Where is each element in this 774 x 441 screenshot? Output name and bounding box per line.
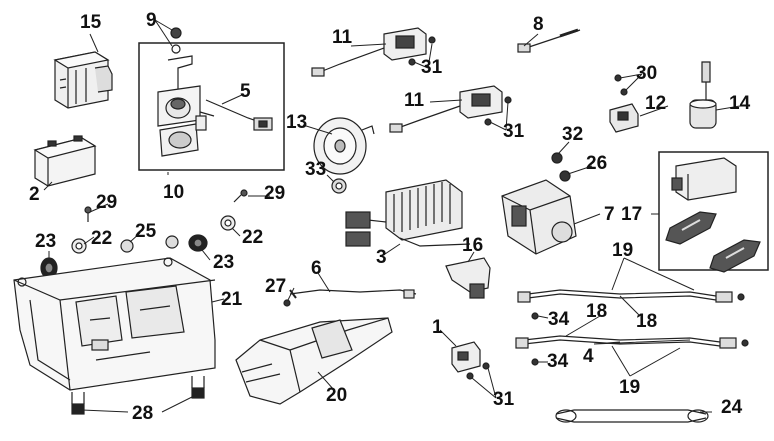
label-part-23-left: 23 <box>35 231 57 252</box>
part-sensor-12 <box>609 74 639 133</box>
label-part-25: 25 <box>135 221 157 242</box>
label-part-26: 26 <box>586 153 608 174</box>
label-part-13: 13 <box>286 112 308 133</box>
label-part-12: 12 <box>645 93 667 114</box>
label-part-22-left: 22 <box>91 228 113 249</box>
part-battery-tray-21 <box>13 257 216 391</box>
label-part-24: 24 <box>721 397 743 418</box>
label-part-17: 17 <box>621 204 643 225</box>
label-part-11-upper: 11 <box>332 27 353 48</box>
label-part-7: 7 <box>604 204 615 225</box>
label-part-30: 30 <box>636 63 658 84</box>
label-part-6: 6 <box>311 258 322 279</box>
part-starter-relay-11-upper <box>311 27 436 77</box>
label-part-31-lower: 31 <box>493 389 515 410</box>
label-part-34-upper: 34 <box>548 309 570 330</box>
label-part-20: 20 <box>326 385 348 406</box>
part-grommets-23 <box>40 234 208 279</box>
label-part-21: 21 <box>221 289 243 310</box>
label-part-10: 10 <box>163 182 185 203</box>
label-part-32: 32 <box>562 124 584 145</box>
label-part-33: 33 <box>305 159 327 180</box>
label-part-31-upper: 31 <box>421 57 443 78</box>
part-switch-1 <box>451 341 490 380</box>
label-part-34-lower: 34 <box>547 351 569 372</box>
part-regulator-3 <box>345 179 471 247</box>
label-part-9: 9 <box>146 10 157 31</box>
part-flasher-15 <box>53 51 113 109</box>
label-part-3: 3 <box>376 247 387 268</box>
part-battery-2 <box>33 135 97 187</box>
label-part-29-right: 29 <box>264 183 286 204</box>
part-sensor-8 <box>517 28 581 53</box>
label-part-22-right: 22 <box>242 227 264 248</box>
part-ignition-coil-14 <box>689 61 717 129</box>
part-screws-washers <box>71 189 248 254</box>
part-bracket-16 <box>445 257 491 299</box>
label-part-16: 16 <box>462 235 484 256</box>
label-part-29-left: 29 <box>96 192 118 213</box>
part-clips-28 <box>71 376 205 415</box>
part-cable-upper <box>517 289 745 303</box>
label-part-19-lower: 19 <box>619 377 641 398</box>
label-part-11-lower: 11 <box>404 90 425 111</box>
label-part-2: 2 <box>29 184 40 205</box>
label-part-19-upper: 19 <box>612 240 634 261</box>
part-cover-20 <box>235 317 393 405</box>
label-part-31-middle: 31 <box>503 121 525 142</box>
part-ecu-7 <box>501 152 577 255</box>
label-part-27: 27 <box>265 276 287 297</box>
part-cable-lower <box>515 335 749 349</box>
group-box-fuel-pump <box>138 42 285 171</box>
label-part-18-right: 18 <box>636 311 658 332</box>
label-part-4: 4 <box>583 346 594 367</box>
part-key-fob-1 <box>665 211 717 245</box>
label-part-14: 14 <box>729 93 751 114</box>
label-part-1: 1 <box>432 317 443 338</box>
leader-lines <box>43 19 741 413</box>
part-starter-relay-11-lower <box>389 85 512 133</box>
part-key-fob-2 <box>709 239 761 273</box>
label-part-8: 8 <box>533 14 544 35</box>
part-fuel-pump-5 <box>157 27 273 157</box>
label-part-28: 28 <box>132 403 154 424</box>
label-part-15: 15 <box>80 12 102 33</box>
part-harness-6 <box>283 289 417 307</box>
part-cable-24 <box>555 409 709 423</box>
label-part-23-right: 23 <box>213 252 235 273</box>
label-part-18-top: 18 <box>586 301 608 322</box>
part-remote-module-17 <box>671 157 737 201</box>
label-part-5: 5 <box>240 81 251 102</box>
group-box-remote-kit <box>658 151 769 271</box>
part-nut-33 <box>331 178 347 194</box>
